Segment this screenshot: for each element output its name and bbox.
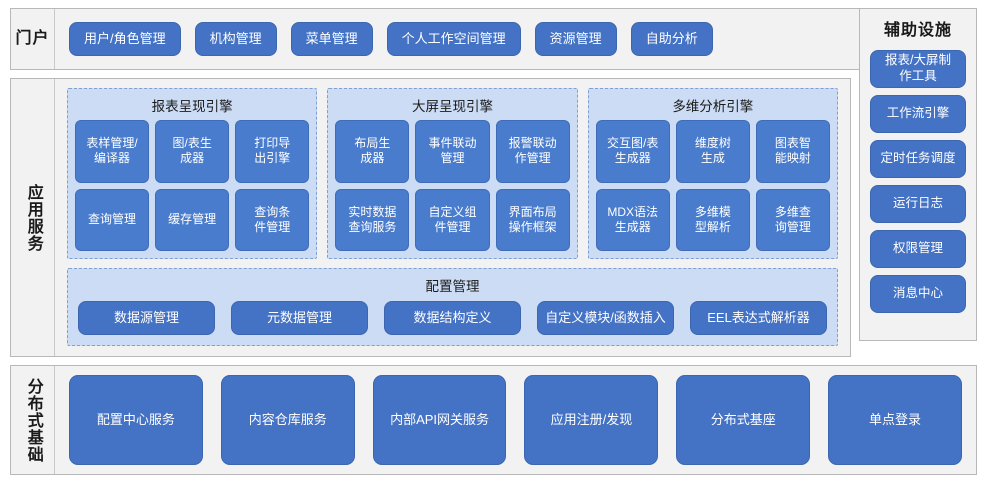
portal-item-workspace[interactable]: 个人工作空间管理 bbox=[386, 22, 521, 56]
configuration-management-group: 配置管理 数据源管理 元数据管理 数据结构定义 自定义模块/函数插入 EEL表达… bbox=[67, 268, 838, 346]
config-item-datasource-management[interactable]: 数据源管理 bbox=[78, 301, 215, 335]
auxiliary-title: 辅助设施 bbox=[883, 22, 952, 39]
dist-item-single-sign-on[interactable]: 单点登录 bbox=[828, 375, 962, 465]
engine-large-screen-rendering: 大屏呈现引擎 布局生 成器 事件联动 管理 报警联动 作管理 实时数据 查询服务… bbox=[327, 88, 578, 259]
portal-item-self-service-analysis[interactable]: 自助分析 bbox=[630, 22, 713, 56]
dist-item-content-repository-service[interactable]: 内容仓库服务 bbox=[220, 375, 355, 465]
engine2-item-layout-generator[interactable]: 布局生 成器 bbox=[335, 120, 410, 183]
config-item-custom-module-function[interactable]: 自定义模块/函数插入 bbox=[537, 301, 674, 335]
distributed-foundation-panel: 分布式基础 配置中心服务 内容仓库服务 内部API网关服务 应用注册/发现 分布… bbox=[10, 365, 977, 475]
config-item-eel-expression-parser[interactable]: EEL表达式解析器 bbox=[690, 301, 827, 335]
aux-item-scheduled-task[interactable]: 定时任务调度 bbox=[870, 140, 966, 178]
engine3-item-chart-smart-mapping[interactable]: 图表智 能映射 bbox=[755, 120, 830, 183]
portal-row: 门户 用户/角色管理 机构管理 菜单管理 个人工作空间管理 资源管理 自助分析 bbox=[10, 8, 977, 70]
engine3-item-multidim-model-parsing[interactable]: 多维模 型解析 bbox=[675, 188, 750, 251]
auxiliary-facilities-panel: 辅助设施 报表/大屏制 作工具 工作流引擎 定时任务调度 运行日志 权限管理 消… bbox=[859, 8, 977, 341]
aux-item-permission-management[interactable]: 权限管理 bbox=[870, 230, 966, 268]
portal-panel: 门户 用户/角色管理 机构管理 菜单管理 个人工作空间管理 资源管理 自助分析 bbox=[10, 8, 977, 70]
engine1-item-print-export-engine[interactable]: 打印导 出引擎 bbox=[235, 120, 310, 183]
engine1-item-chart-table-generator[interactable]: 图/表生 成器 bbox=[155, 120, 230, 183]
config-item-metadata-management[interactable]: 元数据管理 bbox=[231, 301, 368, 335]
engine3-item-mdx-syntax-generator[interactable]: MDX语法 生成器 bbox=[595, 188, 670, 251]
engine2-item-ui-layout-framework[interactable]: 界面布局 操作框架 bbox=[495, 188, 570, 251]
portal-item-menu[interactable]: 菜单管理 bbox=[290, 22, 373, 56]
dist-item-config-center-service[interactable]: 配置中心服务 bbox=[69, 375, 203, 465]
aux-item-report-screen-tool[interactable]: 报表/大屏制 作工具 bbox=[870, 50, 966, 88]
engine-large-screen-grid: 布局生 成器 事件联动 管理 报警联动 作管理 实时数据 查询服务 自定义组 件… bbox=[335, 120, 570, 251]
engine-multidimensional-title: 多维分析引擎 bbox=[672, 99, 754, 114]
engines-row: 报表呈现引擎 表样管理/ 编译器 图/表生 成器 打印导 出引擎 查询管理 缓存… bbox=[67, 88, 838, 259]
engine-report-rendering-title: 报表呈现引擎 bbox=[151, 99, 233, 114]
aux-item-workflow-engine[interactable]: 工作流引擎 bbox=[870, 95, 966, 133]
dist-item-app-registration-discovery[interactable]: 应用注册/发现 bbox=[524, 375, 659, 465]
application-services-label: 应用服务 bbox=[11, 79, 55, 356]
engine-report-rendering-grid: 表样管理/ 编译器 图/表生 成器 打印导 出引擎 查询管理 缓存管理 查询条 … bbox=[75, 120, 310, 251]
aux-item-runtime-log[interactable]: 运行日志 bbox=[870, 185, 966, 223]
portal-item-organization[interactable]: 机构管理 bbox=[194, 22, 277, 56]
engine3-item-multidim-query-management[interactable]: 多维查 询管理 bbox=[755, 188, 830, 251]
engine2-item-custom-component-management[interactable]: 自定义组 件管理 bbox=[415, 188, 490, 251]
configuration-management-buttons: 数据源管理 元数据管理 数据结构定义 自定义模块/函数插入 EEL表达式解析器 bbox=[78, 301, 827, 335]
config-item-data-structure-definition[interactable]: 数据结构定义 bbox=[384, 301, 521, 335]
engine-large-screen-title: 大屏呈现引擎 bbox=[411, 99, 493, 114]
configuration-management-title: 配置管理 bbox=[425, 279, 480, 294]
engine-multidimensional-analysis: 多维分析引擎 交互图/表 生成器 维度树 生成 图表智 能映射 MDX语法 生成… bbox=[587, 88, 838, 259]
application-services-panel: 应用服务 报表呈现引擎 表样管理/ 编译器 图/表生 成器 打印导 出引擎 查询… bbox=[10, 78, 851, 357]
distributed-foundation-buttons: 配置中心服务 内容仓库服务 内部API网关服务 应用注册/发现 分布式基座 单点… bbox=[55, 366, 976, 474]
engine2-item-alarm-linkage-action-management[interactable]: 报警联动 作管理 bbox=[495, 120, 570, 183]
engine1-item-query-condition-management[interactable]: 查询条 件管理 bbox=[235, 188, 310, 251]
portal-item-resource[interactable]: 资源管理 bbox=[534, 22, 617, 56]
application-services-body: 报表呈现引擎 表样管理/ 编译器 图/表生 成器 打印导 出引擎 查询管理 缓存… bbox=[55, 79, 850, 356]
engine3-item-dimension-tree-generation[interactable]: 维度树 生成 bbox=[675, 120, 750, 183]
dist-item-internal-api-gateway-service[interactable]: 内部API网关服务 bbox=[372, 375, 507, 465]
distributed-foundation-label: 分布式基础 bbox=[11, 366, 55, 474]
aux-item-message-center[interactable]: 消息中心 bbox=[870, 275, 966, 313]
portal-item-user-role[interactable]: 用户/角色管理 bbox=[69, 22, 181, 56]
engine-multidimensional-grid: 交互图/表 生成器 维度树 生成 图表智 能映射 MDX语法 生成器 多维模 型… bbox=[595, 120, 830, 251]
engine1-item-template-compiler[interactable]: 表样管理/ 编译器 bbox=[75, 120, 150, 183]
engine1-item-query-management[interactable]: 查询管理 bbox=[75, 188, 150, 251]
engine2-item-realtime-data-query-service[interactable]: 实时数据 查询服务 bbox=[335, 188, 410, 251]
engine-report-rendering: 报表呈现引擎 表样管理/ 编译器 图/表生 成器 打印导 出引擎 查询管理 缓存… bbox=[67, 88, 318, 259]
engine2-item-event-linkage-management[interactable]: 事件联动 管理 bbox=[415, 120, 490, 183]
engine1-item-cache-management[interactable]: 缓存管理 bbox=[155, 188, 230, 251]
portal-button-group: 用户/角色管理 机构管理 菜单管理 个人工作空间管理 资源管理 自助分析 bbox=[55, 9, 976, 69]
portal-label: 门户 bbox=[11, 9, 55, 69]
engine3-item-interactive-chart-generator[interactable]: 交互图/表 生成器 bbox=[595, 120, 670, 183]
dist-item-distributed-base[interactable]: 分布式基座 bbox=[676, 375, 811, 465]
